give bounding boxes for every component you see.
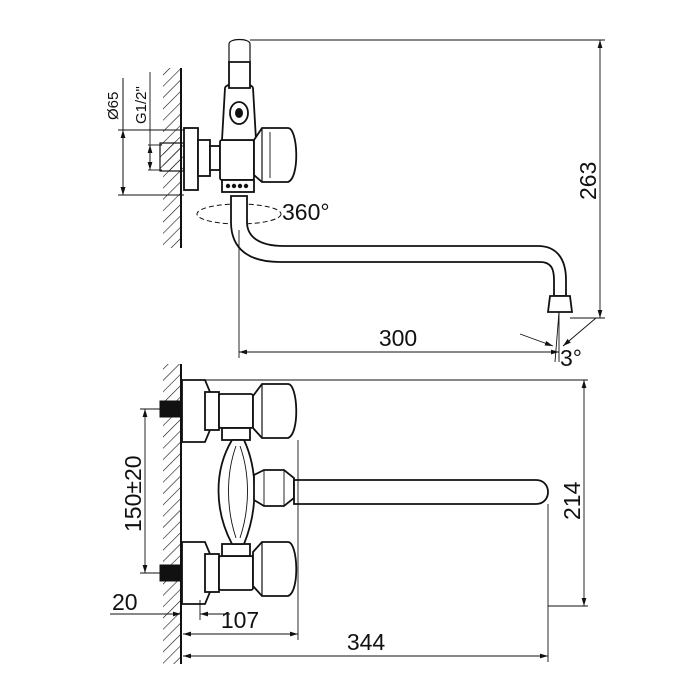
spout-top bbox=[230, 195, 574, 313]
valve-body-top bbox=[219, 38, 298, 193]
spout-front bbox=[253, 469, 549, 507]
dimension-spacing: 150±20 bbox=[120, 408, 162, 574]
dimension-height-263: 263 bbox=[250, 39, 605, 319]
upper-connector bbox=[159, 379, 220, 443]
top-view: Ø65 G1/2" 360° 263 300 bbox=[105, 38, 605, 371]
depth-label: 107 bbox=[221, 607, 259, 633]
total-height-label: 214 bbox=[559, 481, 585, 520]
dimension-depth: 107 bbox=[183, 440, 299, 640]
thread-label: G1/2" bbox=[133, 86, 150, 124]
upper-valve bbox=[218, 383, 298, 441]
rotation-label: 360° bbox=[282, 199, 330, 225]
lower-connector bbox=[159, 541, 220, 605]
diameter-label: Ø65 bbox=[105, 92, 122, 120]
reach-label: 300 bbox=[379, 325, 417, 351]
offset-label: 20 bbox=[112, 589, 138, 615]
dimension-total-length: 344 bbox=[183, 504, 549, 662]
dimension-offset: 20 bbox=[110, 589, 230, 620]
knurl-ring bbox=[225, 183, 249, 189]
angle-label: 3° bbox=[560, 345, 582, 371]
front-view: 214 150±20 20 107 344 bbox=[110, 364, 588, 664]
height-label: 263 bbox=[575, 162, 601, 200]
total-length-label: 344 bbox=[347, 629, 386, 655]
dimension-diameter: Ø65 bbox=[105, 78, 184, 196]
central-body bbox=[217, 439, 256, 545]
dimension-height-214: 214 bbox=[190, 379, 588, 607]
spacing-label: 150±20 bbox=[120, 455, 146, 532]
dimension-angle: 3° bbox=[519, 311, 597, 371]
dimension-reach-300: 300 bbox=[238, 230, 559, 358]
lower-valve bbox=[218, 541, 298, 597]
dimension-thread: G1/2" bbox=[133, 72, 162, 171]
